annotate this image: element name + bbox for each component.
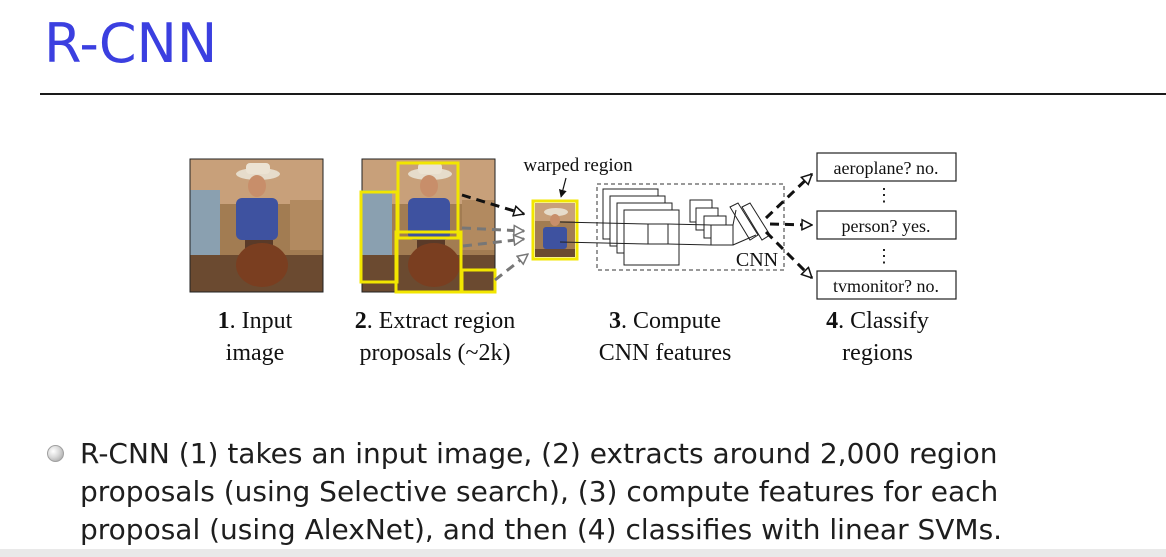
- title-divider: [40, 93, 1166, 95]
- ellipsis-upper: ⋮: [875, 185, 893, 205]
- class-person: person? yes.: [842, 216, 931, 236]
- bottom-bar: [0, 549, 1166, 557]
- rcnn-pipeline-diagram: warped region CNN: [189, 152, 957, 300]
- bullet-text: R-CNN (1) takes an input image, (2) extr…: [80, 435, 1160, 549]
- cnn-connections: [559, 209, 757, 246]
- step-4-caption: 4. Classify regions: [826, 308, 929, 366]
- bullet-line-2: proposals (using Selective search), (3) …: [80, 475, 999, 508]
- cnn-label: CNN: [736, 249, 778, 271]
- class-label-boxes: [816, 152, 957, 300]
- class-aeroplane: aeroplane? no.: [834, 158, 939, 178]
- warped-region-label: warped region: [523, 155, 633, 176]
- step-3-caption: 3. Compute CNN features: [598, 308, 732, 366]
- bullet-icon: [47, 445, 64, 462]
- warped-region-image: [535, 203, 575, 257]
- cnn-box: [596, 183, 785, 271]
- step-1-caption: 1. Input image: [217, 308, 293, 366]
- bullet-line-1: R-CNN (1) takes an input image, (2) extr…: [80, 437, 998, 470]
- region-proposal-boxes: [359, 161, 497, 294]
- classify-arrows: [764, 174, 812, 278]
- proposal-arrows: [461, 193, 528, 282]
- proposals-image: [362, 159, 495, 292]
- input-image: [190, 159, 323, 292]
- class-tvmonitor: tvmonitor? no.: [833, 276, 939, 296]
- slide-title: R-CNN: [44, 12, 218, 75]
- ellipsis-lower: ⋮: [875, 246, 893, 266]
- bullet-line-3: proposal (using AlexNet), and then (4) c…: [80, 513, 1003, 546]
- step-2-caption: 2. Extract region proposals (~2k): [354, 308, 516, 366]
